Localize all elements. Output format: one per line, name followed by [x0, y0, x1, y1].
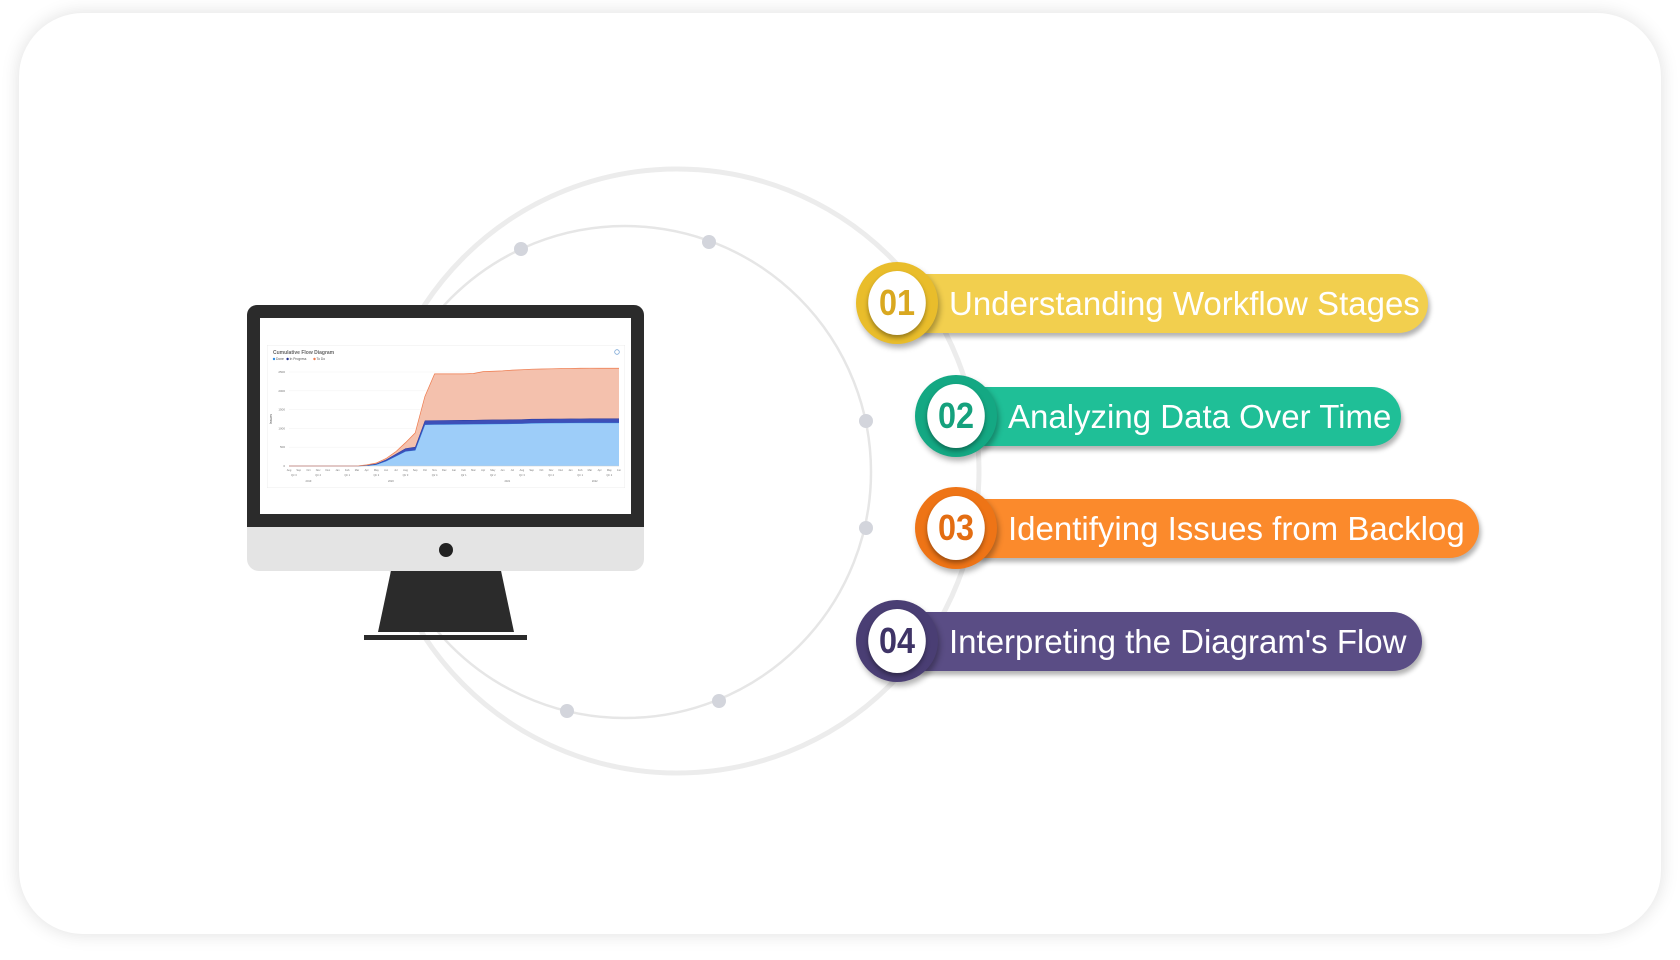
- x-tick-month: Feb: [461, 468, 466, 472]
- x-tick-month: Jan: [568, 468, 573, 472]
- x-tick-month: Apr: [481, 468, 485, 472]
- step-label: Understanding Workflow Stages: [949, 285, 1420, 322]
- legend-label[interactable]: In Progress: [290, 357, 307, 361]
- area-done: [289, 422, 619, 466]
- x-tick-month: Jun: [384, 468, 389, 472]
- x-tick-month: Oct: [423, 468, 427, 472]
- ring-dot: [702, 235, 716, 249]
- cumulative-flow-chart: Cumulative Flow Diagram Done In Progress T…: [267, 345, 625, 488]
- x-tick-quarter: Qtr 3: [291, 473, 297, 477]
- x-tick-quarter: Qtr 3: [519, 473, 525, 477]
- x-tick-month: Dec: [326, 468, 331, 472]
- step-pill: Interpreting the Diagram's Flow: [897, 612, 1422, 671]
- x-tick-month: Jul: [511, 468, 515, 472]
- step-pill: Understanding Workflow Stages: [897, 274, 1428, 333]
- x-tick-month: Sep: [529, 468, 534, 472]
- x-tick-year: 2020: [388, 479, 394, 483]
- area-to-do: [289, 368, 619, 466]
- y-tick-label: 2000: [278, 389, 285, 393]
- x-tick-quarter: Qtr 2: [490, 473, 496, 477]
- y-tick-label: 1500: [278, 408, 285, 412]
- x-tick-quarter: Qtr 1: [344, 473, 350, 477]
- x-tick-month: Apr: [598, 468, 602, 472]
- x-tick-month: Mar: [355, 468, 360, 472]
- x-tick-month: Nov: [549, 468, 554, 472]
- x-tick-month: Jan: [452, 468, 457, 472]
- legend-label[interactable]: Done: [276, 357, 284, 361]
- x-tick-month: Mar: [588, 468, 593, 472]
- y-tick-label: 0: [283, 464, 285, 468]
- y-tick-label: 500: [280, 445, 285, 449]
- x-tick-month: Oct: [306, 468, 310, 472]
- ring-dot: [560, 704, 574, 718]
- x-tick-month: Nov: [432, 468, 437, 472]
- x-tick-month: Sep: [296, 468, 301, 472]
- chart-title: Cumulative Flow Diagram: [273, 350, 335, 356]
- x-tick-month: Jun: [617, 468, 622, 472]
- x-tick-month: Feb: [345, 468, 350, 472]
- x-tick-month: May: [607, 468, 613, 472]
- x-tick-quarter: Qtr 4: [548, 473, 554, 477]
- x-tick-quarter: Qtr 4: [432, 473, 438, 477]
- step-pill: Analyzing Data Over Time: [956, 387, 1401, 446]
- x-tick-month: Mar: [471, 468, 476, 472]
- x-tick-quarter: Qtr 2: [373, 473, 379, 477]
- x-tick-month: Aug: [403, 468, 408, 472]
- step-label: Interpreting the Diagram's Flow: [949, 623, 1407, 660]
- x-tick-quarter: Qtr 1: [461, 473, 467, 477]
- x-tick-year: 2019: [306, 479, 312, 483]
- y-tick-label: 2500: [278, 370, 285, 374]
- step-pill: Identifying Issues from Backlog: [956, 499, 1479, 558]
- monitor-camera-icon: [439, 543, 453, 557]
- x-tick-month: Dec: [558, 468, 563, 472]
- legend-marker: [272, 357, 276, 361]
- x-tick-month: Nov: [316, 468, 321, 472]
- x-tick-year: 2022: [592, 479, 598, 483]
- x-tick-quarter: Qtr 2: [606, 473, 612, 477]
- x-tick-month: May: [374, 468, 380, 472]
- step-number: 04: [868, 609, 926, 673]
- step-label: Identifying Issues from Backlog: [1008, 510, 1465, 547]
- y-axis-label: Issues: [269, 414, 273, 424]
- y-tick-label: 1000: [278, 426, 285, 430]
- x-tick-month: May: [490, 468, 496, 472]
- monitor-stand: [378, 571, 514, 632]
- legend-marker: [286, 357, 289, 361]
- x-tick-month: Feb: [578, 468, 583, 472]
- step-number: 01: [868, 271, 926, 335]
- chart-legend: Done In Progress To Do: [272, 357, 326, 361]
- x-tick-month: Sep: [413, 468, 418, 472]
- x-tick-year: 2021: [504, 479, 510, 483]
- x-tick-quarter: Qtr 4: [315, 473, 321, 477]
- ring-dot: [859, 521, 873, 535]
- ring-dot: [514, 242, 528, 256]
- x-tick-month: Dec: [442, 468, 447, 472]
- x-tick-month: Apr: [365, 468, 369, 472]
- x-tick-month: Aug: [520, 468, 525, 472]
- x-tick-month: Oct: [539, 468, 543, 472]
- step-number: 03: [927, 496, 985, 560]
- x-tick-month: Jul: [394, 468, 398, 472]
- ring-dot: [712, 694, 726, 708]
- ring-dot: [859, 414, 873, 428]
- settings-icon[interactable]: [614, 349, 620, 355]
- x-tick-month: Jun: [500, 468, 505, 472]
- x-tick-month: Jan: [335, 468, 340, 472]
- x-tick-month: Aug: [287, 468, 292, 472]
- legend-marker: [313, 357, 316, 361]
- step-number: 02: [927, 384, 985, 448]
- x-tick-quarter: Qtr 1: [577, 473, 583, 477]
- x-tick-quarter: Qtr 3: [403, 473, 409, 477]
- monitor-base: [364, 635, 527, 640]
- legend-label[interactable]: To Do: [317, 357, 326, 361]
- step-label: Analyzing Data Over Time: [1008, 398, 1392, 435]
